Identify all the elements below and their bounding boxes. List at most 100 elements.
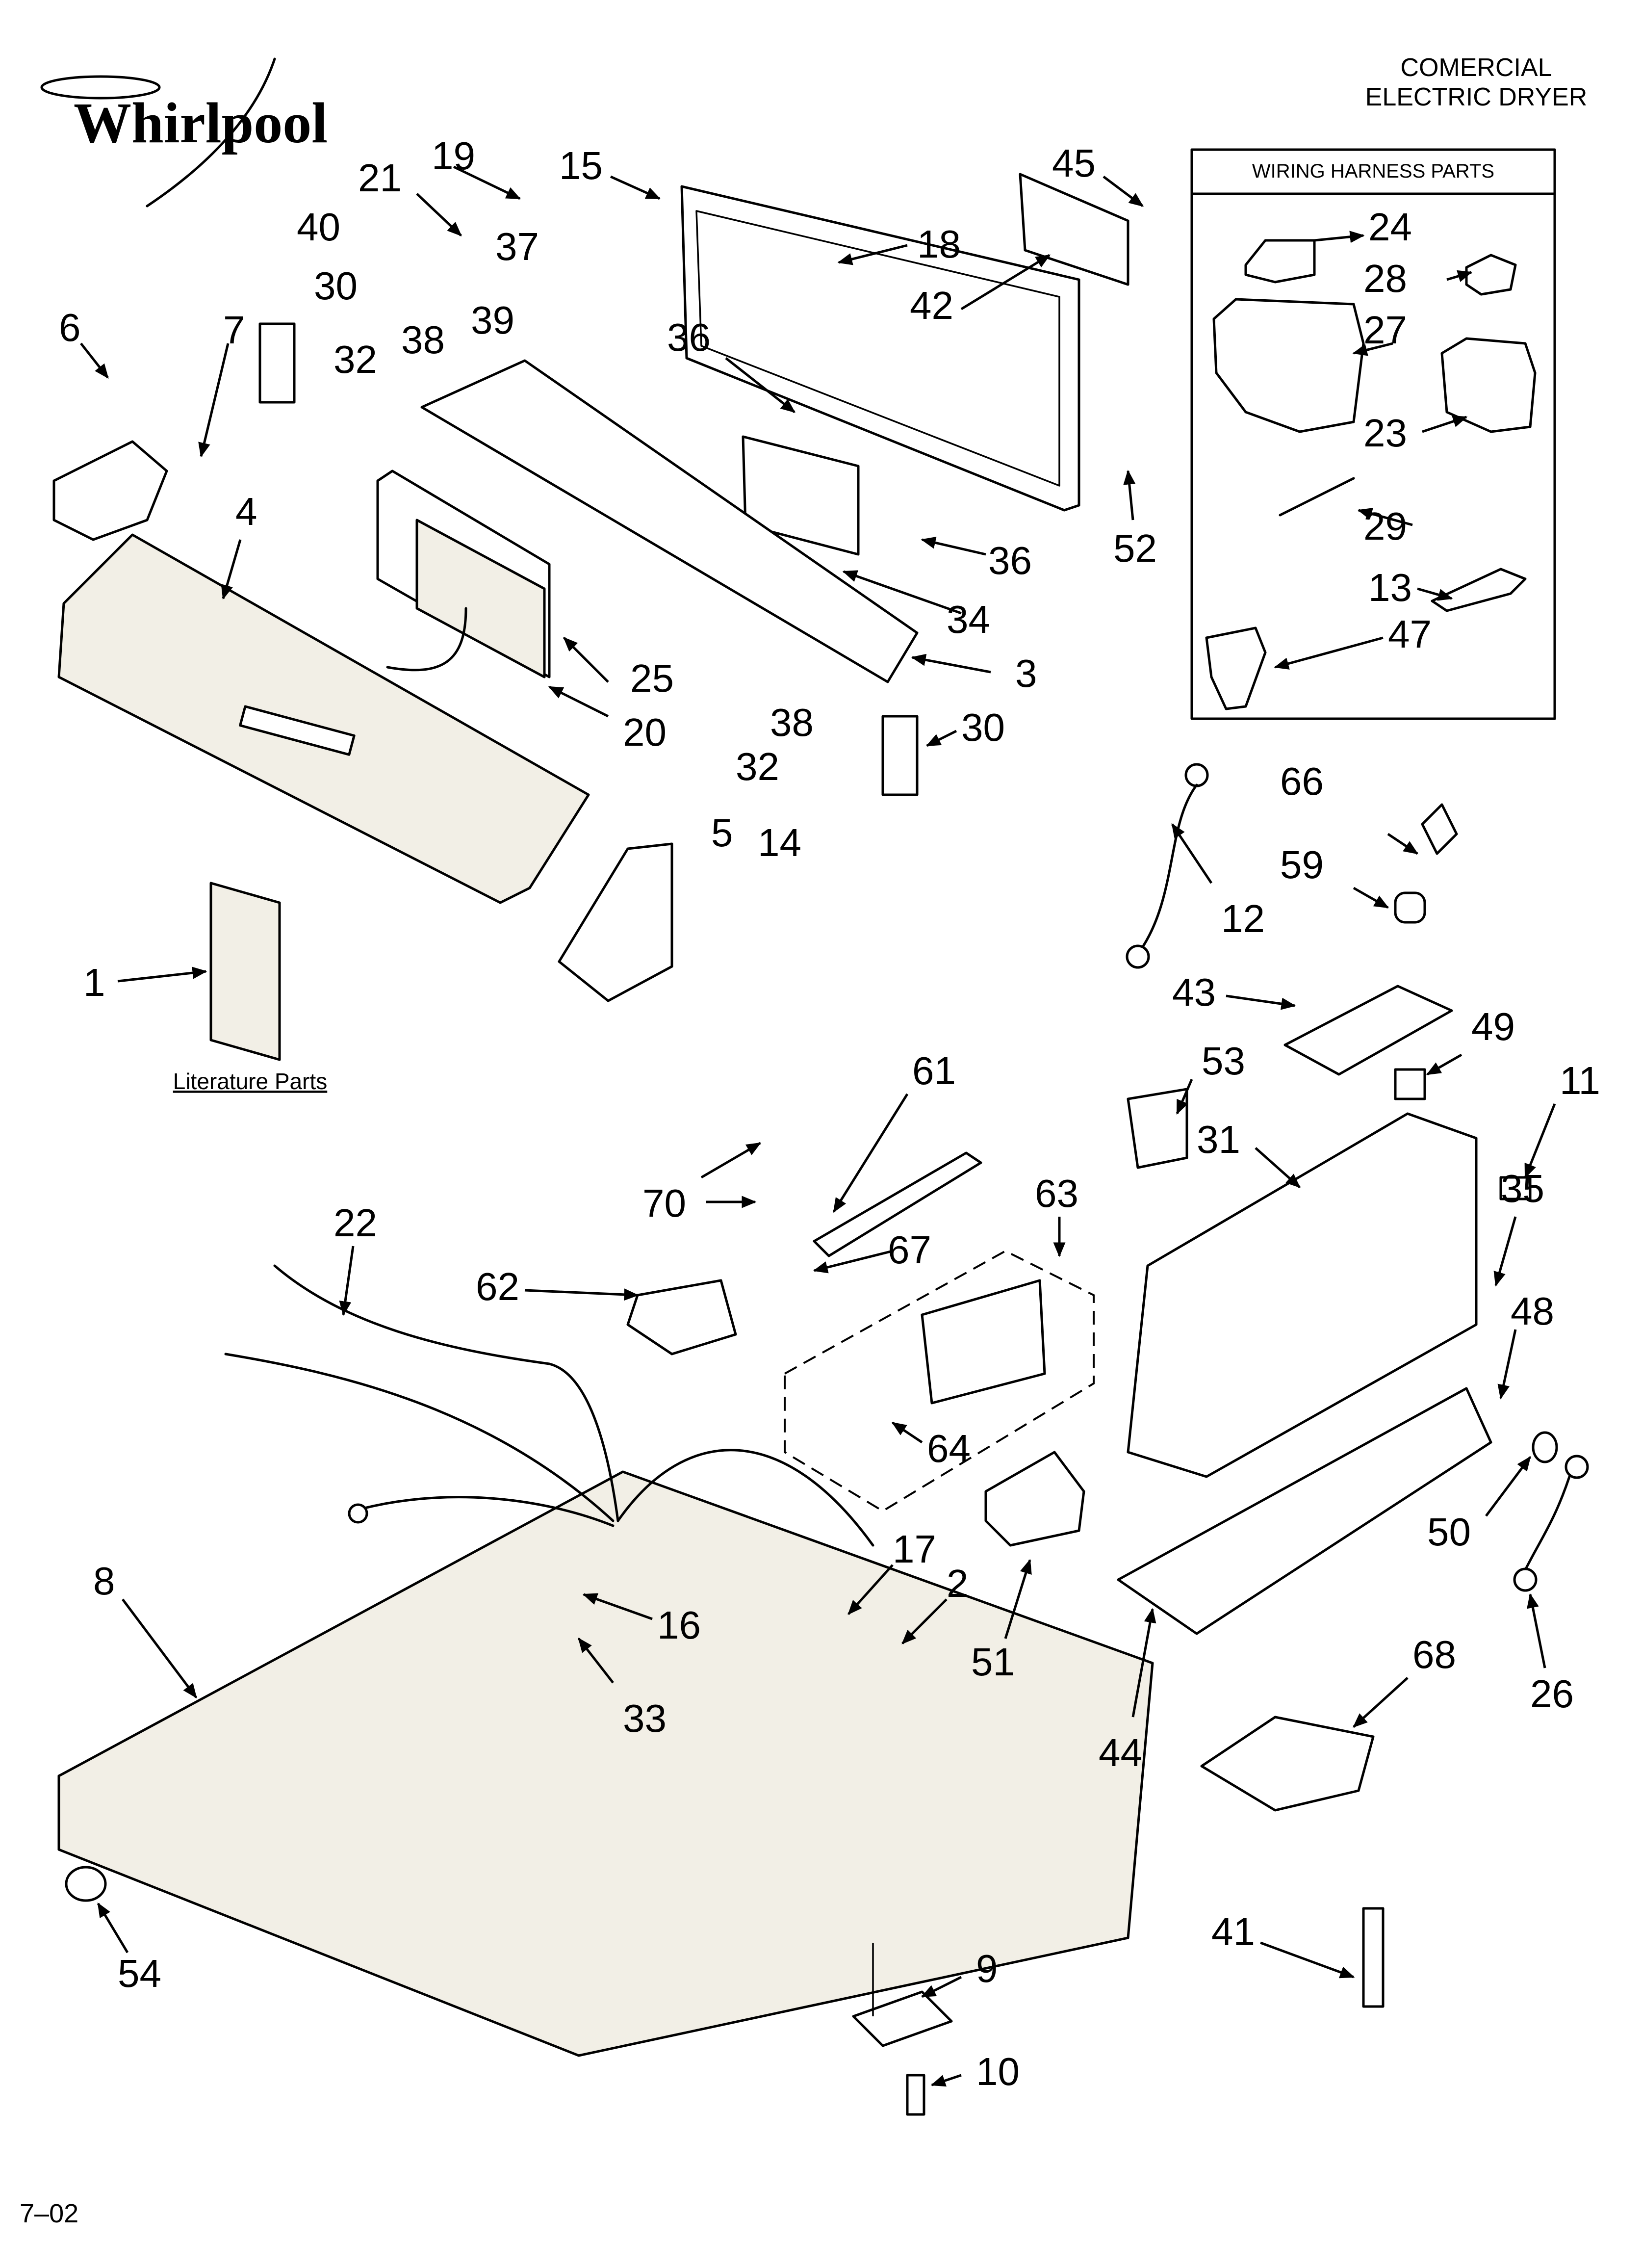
part-49-nut xyxy=(1394,1068,1426,1100)
arrow-6 xyxy=(80,342,109,379)
callout-54: 54 xyxy=(118,1952,161,1995)
arrow-61 xyxy=(832,1093,909,1213)
part-1-literature xyxy=(209,882,281,1061)
callout-22: 22 xyxy=(334,1201,377,1245)
callout-12: 12 xyxy=(1221,897,1265,940)
part-51-cup xyxy=(984,1451,1085,1547)
part-25-switch-board xyxy=(415,519,546,678)
arrow-9 xyxy=(921,1976,962,1998)
callout-53: 53 xyxy=(1202,1039,1245,1083)
arrow-68 xyxy=(1353,1677,1409,1728)
part-5-end-cap xyxy=(558,842,673,1002)
part-22-harness-wire xyxy=(224,1353,615,1522)
callout-20: 20 xyxy=(623,710,667,754)
part-26-wire xyxy=(1524,1475,1571,1571)
callout-36a: 36 xyxy=(667,315,711,359)
part-63-solenoid xyxy=(921,1279,1046,1405)
part-23-plug xyxy=(1440,337,1537,433)
callout-arrows xyxy=(80,165,1556,2087)
part-18-control-panel-back xyxy=(680,185,1080,512)
callout-47: 47 xyxy=(1388,612,1432,656)
footer-code: 7–02 xyxy=(20,2199,78,2228)
part-34-control-board xyxy=(742,435,860,556)
arrow-41 xyxy=(1260,1941,1355,1979)
arrow-16 xyxy=(582,1593,653,1620)
part-12-wire xyxy=(1141,783,1198,948)
part-27-terminal-block xyxy=(1212,298,1365,433)
callout-4: 4 xyxy=(235,490,257,533)
part-10-screw xyxy=(906,2074,925,2116)
arrow-17 xyxy=(847,1564,894,1615)
callout-51: 51 xyxy=(971,1640,1015,1684)
arrow-15 xyxy=(610,175,661,200)
arrow-53 xyxy=(1176,1079,1193,1115)
part-25-harness-wires xyxy=(386,607,467,672)
part-6-end-cap xyxy=(52,440,168,541)
arrow-18 xyxy=(837,244,908,265)
arrow-11 xyxy=(1524,1103,1556,1179)
callout-43: 43 xyxy=(1172,970,1216,1014)
arrow-45 xyxy=(1103,176,1144,207)
arrow-64 xyxy=(891,1421,923,1444)
arrow-59 xyxy=(1353,886,1389,909)
arrow-34 xyxy=(842,570,962,615)
callout-62: 62 xyxy=(476,1265,519,1308)
arrow-1 xyxy=(117,966,207,983)
part-59-switch xyxy=(1394,891,1426,924)
part-42-bracket xyxy=(1019,173,1129,286)
arrow-33 xyxy=(578,1638,614,1684)
callout-2: 2 xyxy=(947,1562,969,1605)
arrow-54 xyxy=(97,1902,129,1954)
callout-32a: 32 xyxy=(334,338,377,381)
arrow-26 xyxy=(1527,1593,1546,1668)
callout-32b: 32 xyxy=(736,745,779,788)
arrow-23 xyxy=(1422,415,1468,433)
callout-68: 68 xyxy=(1412,1633,1456,1676)
arrow-12 xyxy=(1171,823,1213,884)
header-line-2: ELECTRIC DRYER xyxy=(1365,83,1588,111)
part-47-clip xyxy=(1205,626,1267,710)
arrow-10 xyxy=(930,2074,962,2087)
part-31-edge xyxy=(1127,1265,1149,1453)
arrow-29 xyxy=(1357,508,1413,526)
part-68-pad xyxy=(1200,1716,1375,1812)
arrow-70a xyxy=(700,1142,762,1179)
callout-10: 10 xyxy=(976,2050,1020,2093)
callout-27: 27 xyxy=(1363,308,1407,352)
arrow-67 xyxy=(813,1250,893,1274)
callout-42: 42 xyxy=(910,284,953,327)
part-26-ring-upper xyxy=(1565,1455,1589,1479)
callout-29: 29 xyxy=(1363,504,1407,548)
callout-24: 24 xyxy=(1368,205,1412,249)
part-9-bracket xyxy=(852,1990,953,2047)
part-12-ring-upper xyxy=(1184,763,1209,787)
callout-16: 16 xyxy=(657,1603,701,1647)
logo-swoosh xyxy=(146,57,276,208)
arrow-3 xyxy=(911,653,991,674)
callout-15: 15 xyxy=(559,144,603,187)
callout-34: 34 xyxy=(947,598,990,641)
callout-40: 40 xyxy=(297,205,340,249)
callout-49: 49 xyxy=(1471,1005,1515,1048)
callout-11: 11 xyxy=(1560,1059,1600,1102)
arrow-48 xyxy=(1497,1329,1517,1400)
arrow-24 xyxy=(1314,231,1365,243)
callout-44: 44 xyxy=(1099,1731,1142,1774)
callout-30b: 30 xyxy=(961,705,1005,749)
callout-52: 52 xyxy=(1113,526,1157,570)
callout-38a: 38 xyxy=(401,318,445,362)
part-30-label-lower xyxy=(881,715,919,796)
arrow-8 xyxy=(122,1598,197,1698)
callout-48: 48 xyxy=(1511,1289,1554,1333)
arrow-27 xyxy=(1352,342,1393,356)
part-24-connector xyxy=(1244,239,1316,284)
arrow-47 xyxy=(1274,636,1384,670)
callout-39: 39 xyxy=(471,298,514,342)
callout-labels: 19 21 15 45 40 37 18 42 6 30 7 39 32 38 … xyxy=(59,134,1600,2093)
callout-23: 23 xyxy=(1363,411,1407,455)
callout-59: 59 xyxy=(1280,843,1324,886)
arrow-7 xyxy=(198,343,230,458)
callout-36b: 36 xyxy=(988,539,1032,582)
callout-8: 8 xyxy=(93,1559,115,1603)
callout-9: 9 xyxy=(976,1947,998,1990)
